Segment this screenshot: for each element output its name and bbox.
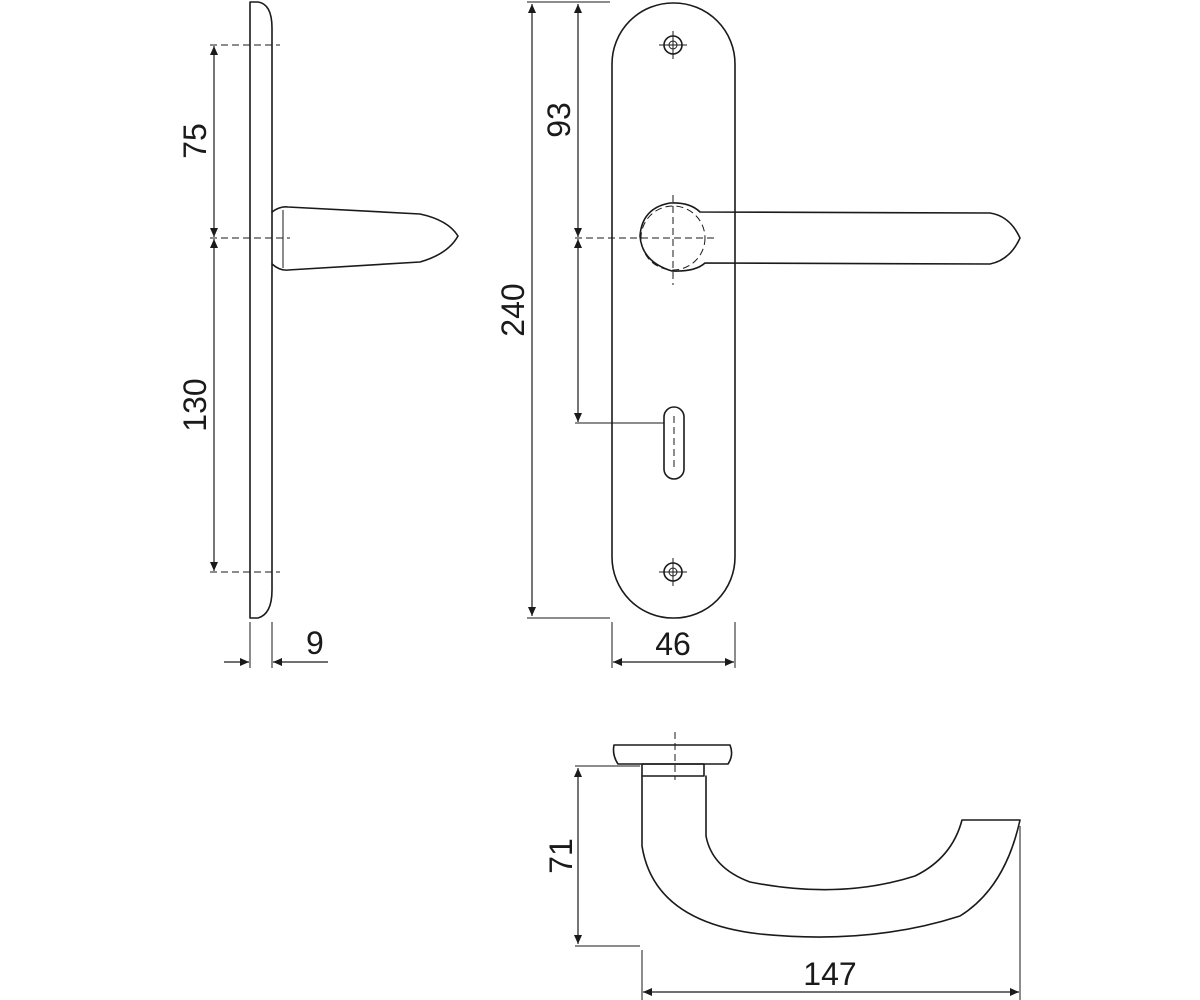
- dim-130-label: 130: [177, 378, 213, 431]
- top-rose: [612, 744, 733, 765]
- top-view: 71 147: [543, 732, 1021, 1000]
- keyhole: [663, 406, 685, 480]
- front-lever: [639, 202, 1021, 272]
- dim-9-label: 9: [306, 625, 324, 661]
- side-view: 75 130 9: [177, 1, 459, 668]
- side-lever: [271, 206, 459, 271]
- bottom-screw-icon: [659, 558, 687, 586]
- dim-240-label: 240: [495, 283, 531, 336]
- dim-147-label: 147: [803, 956, 856, 992]
- dim-71-label: 71: [543, 838, 579, 874]
- front-backplate: [611, 2, 736, 619]
- top-screw-icon: [659, 31, 687, 59]
- dim-93-label: 93: [541, 102, 577, 138]
- top-handle: [641, 775, 1021, 938]
- front-view: 240 93 46: [495, 1, 1021, 668]
- dim-46-label: 46: [655, 626, 691, 662]
- dim-75-label: 75: [177, 123, 213, 159]
- side-backplate: [249, 1, 273, 619]
